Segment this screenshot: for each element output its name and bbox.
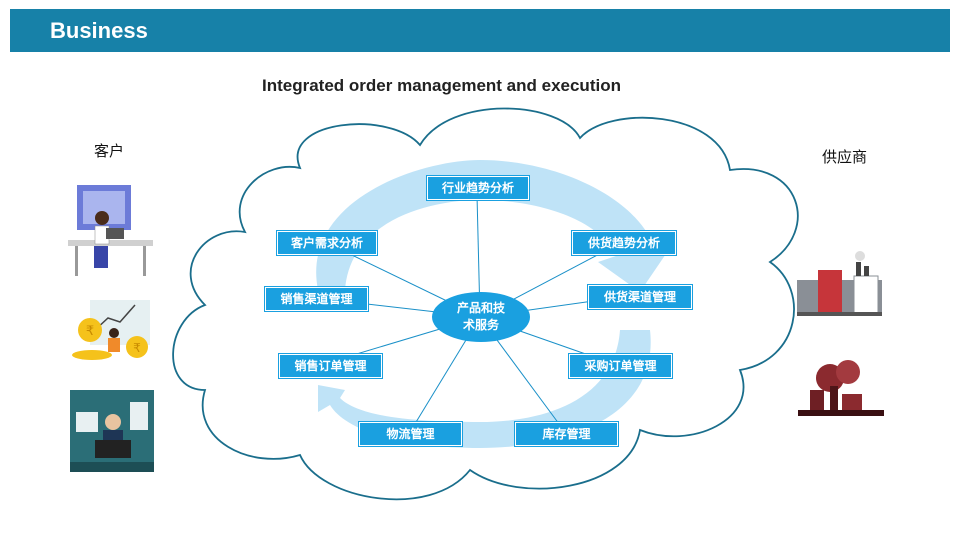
header-bar: Business: [10, 9, 950, 52]
cycle-arrow: [316, 160, 672, 448]
node-industry-trend-analysis: 行业趋势分析: [427, 176, 529, 200]
node-supply-trend-analysis: 供货趋势分析: [572, 231, 676, 255]
node-sales-channel-management: 销售渠道管理: [265, 287, 368, 311]
supplier-label: 供应商: [822, 148, 868, 166]
hub-line-2: 术服务: [462, 318, 499, 332]
hub-product-tech-service: 产品和技 术服务: [432, 292, 530, 342]
node-purchase-order-management: 采购订单管理: [569, 354, 672, 378]
supplier-factory-illustration: [797, 251, 882, 316]
svg-text:₹: ₹: [133, 341, 141, 355]
customer-label: 客户: [94, 142, 125, 160]
svg-text:₹: ₹: [86, 324, 94, 339]
node-supply-channel-management: 供货渠道管理: [588, 285, 692, 309]
page-title: Business: [50, 18, 148, 43]
diagram-subtitle: Integrated order management and executio…: [262, 76, 621, 95]
node-customer-demand-analysis: 客户需求分析: [277, 231, 377, 255]
customer-finance-illustration: ₹ ₹: [72, 300, 150, 360]
hub-line-1: 产品和技: [456, 301, 505, 315]
node-logistics-management: 物流管理: [359, 422, 462, 446]
customer-office-illustration: [68, 185, 153, 276]
customer-developer-illustration: [70, 390, 154, 472]
node-sales-order-management: 销售订单管理: [279, 354, 382, 378]
supplier-industry-illustration: [798, 360, 884, 416]
node-inventory-management: 库存管理: [515, 422, 618, 446]
